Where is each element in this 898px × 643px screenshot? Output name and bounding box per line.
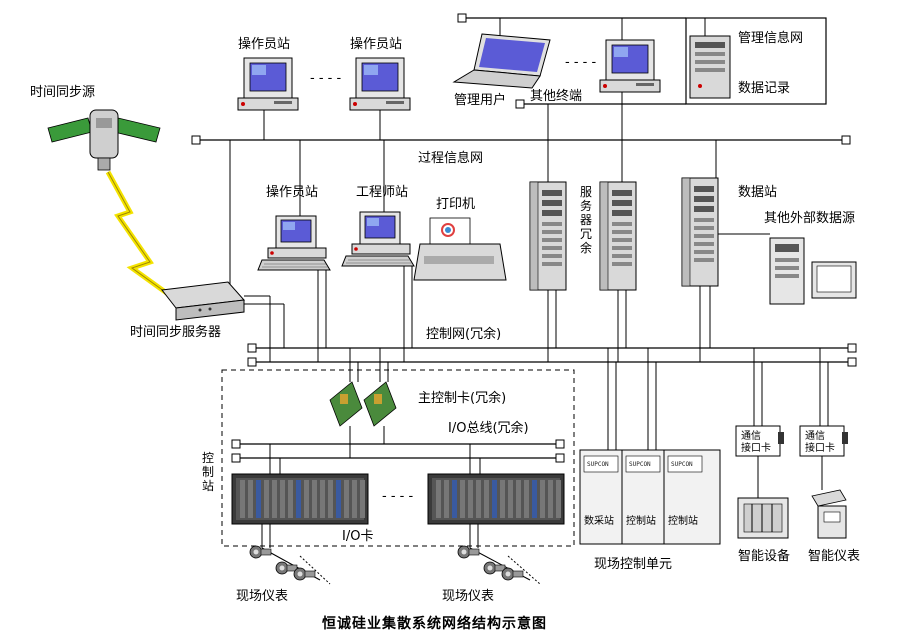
unit-label-3: 控制站 [668,514,698,527]
label-comm-card-1: 通信接口卡 [741,430,771,454]
io-card-slot [444,480,449,518]
label-data-station: 数据站 [738,185,777,200]
external-data-source [769,237,857,305]
io-card-slot [312,480,317,518]
data-station-server [681,177,719,287]
label-control-net: 控制网(冗余) [426,326,501,342]
label-time-source: 时间同步源 [30,85,95,100]
io-card-slot [328,480,333,518]
label-main-control-card: 主控制卡(冗余) [418,390,506,406]
label-field-control-unit: 现场控制单元 [594,557,672,572]
io-card-slot [548,480,553,518]
unit-brand-2: SUPCON [629,461,651,468]
io-card-slot [468,480,473,518]
other-terminal-pc [599,39,661,93]
io-card-slot [336,480,341,518]
io-card-slot [556,480,561,518]
io-card-slot [476,480,481,518]
unit-brand-3: SUPCON [671,461,693,468]
label-other-external-data: 其他外部数据源 [764,211,855,226]
label-time-sync-server: 时间同步服务器 [130,324,221,340]
io-card-slot [532,480,537,518]
dots-operators: - - - - [310,71,341,86]
satellite-icon [47,109,161,171]
comm-interface-card-1 [735,425,784,457]
io-card-slot [352,480,357,518]
io-card-slot [240,480,245,518]
io-card-slot [288,480,293,518]
unit-label-1: 数采站 [584,514,614,527]
operator-station-2 [349,57,411,111]
label-field-instruments-2: 现场仪表 [442,589,494,604]
io-card-slot [492,480,497,518]
field-instruments-1 [249,524,331,585]
label-mgmt-info-net: 管理信息网 [738,30,803,46]
io-card-slot [320,480,325,518]
operator-station-3 [257,215,331,271]
control-network [244,266,857,450]
management-user-laptop [452,33,551,89]
label-comm-card-2: 通信接口卡 [805,430,835,454]
io-card-slot [524,480,529,518]
data-record-server [689,35,731,99]
label-operator-station-1: 操作员站 [238,36,290,52]
label-smart-instrument: 智能仪表 [808,549,860,564]
io-card-slot [460,480,465,518]
io-card-slot [296,480,301,518]
comm-interface-card-2 [799,425,848,457]
label-server-redundant: 服务器冗余 [580,185,592,255]
engineer-station [341,211,415,267]
io-card-slot [452,480,457,518]
label-io-card: I/O卡 [342,529,373,544]
io-card-slot [360,480,365,518]
io-card-slot [264,480,269,518]
label-printer: 打印机 [436,197,475,212]
label-smart-device: 智能设备 [738,548,790,564]
io-card-slot [508,480,513,518]
diagram-title: 恒诚硅业集散系统网络结构示意图 [322,615,547,632]
io-card-slot [344,480,349,518]
dots-terminals: - - - - [565,55,596,70]
io-card-slot [248,480,253,518]
unit-brand-1: SUPCON [587,461,609,468]
label-process-info-net: 过程信息网 [418,150,483,166]
io-card-slot [436,480,441,518]
process-info-network [191,104,851,290]
label-operator-station-3: 操作员站 [266,184,318,200]
io-card-slot [484,480,489,518]
field-instruments-2 [457,524,541,585]
label-management-user: 管理用户 [454,92,506,108]
operator-station-1 [237,57,299,111]
label-io-bus: I/O总线(冗余) [448,420,529,436]
main-control-cards [329,381,397,427]
io-rack-2-slots [436,480,561,518]
io-card-slot [304,480,309,518]
server-2 [599,181,637,291]
label-field-instruments-1: 现场仪表 [236,589,288,604]
smart-instrument [811,489,847,539]
label-data-record: 数据记录 [738,81,790,96]
printer [413,217,507,281]
field-control-unit [579,449,721,545]
io-card-slot [256,480,261,518]
io-card-slot [272,480,277,518]
dots-racks: - - - - [382,489,413,504]
io-card-slot [516,480,521,518]
io-rack-1-slots [240,480,365,518]
time-sync-server [161,281,246,321]
label-engineer-station: 工程师站 [356,185,408,200]
smart-device [737,497,789,539]
control-station-boundary [221,369,575,547]
label-operator-station-2: 操作员站 [350,36,402,52]
server-1 [529,181,567,291]
io-card-slot [540,480,545,518]
label-control-station: 控制站 [202,451,214,493]
unit-label-2: 控制站 [626,514,656,527]
lightning-icon [105,170,170,297]
label-other-terminal: 其他终端 [530,88,582,104]
io-card-slot [280,480,285,518]
io-card-slot [500,480,505,518]
io-bus [231,426,565,474]
